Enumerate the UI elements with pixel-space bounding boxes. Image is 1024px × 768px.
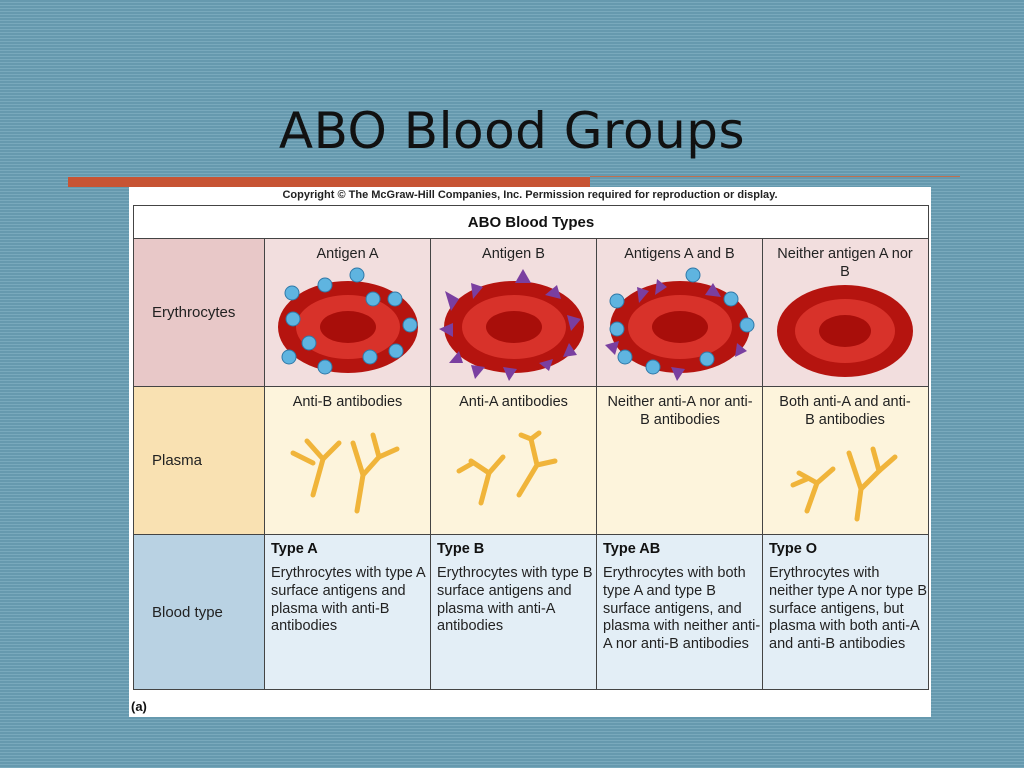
red-cell-no-antigen-icon <box>777 285 913 377</box>
plasma-cell-b: Anti-A antibodies <box>431 387 597 534</box>
type-desc-ab: Erythrocytes with both type A and type B… <box>603 565 761 653</box>
antibody-label-b: Anti-A antibodies <box>459 394 568 410</box>
blood-type-cell-b: Type B Erythrocytes with type B surface … <box>431 535 597 689</box>
antigen-label-a: Antigen A <box>316 246 379 262</box>
type-name-o: Type O <box>769 541 818 557</box>
type-name-b: Type B <box>437 541 485 557</box>
antibody-label-ab: Neither anti-A nor anti-B antibodies <box>607 394 753 428</box>
row-header-blood-type: Blood type <box>134 535 265 689</box>
plasma-cell-o: Both anti-A and anti-B antibodies <box>763 387 928 534</box>
blood-type-cell-a: Type A Erythrocytes with type A surface … <box>265 535 431 689</box>
slide-title: ABO Blood Groups <box>278 102 746 160</box>
row-header-erythrocytes: Erythrocytes <box>134 239 265 386</box>
plasma-row: Plasma Anti-B antibodies Anti <box>134 387 928 535</box>
erythrocyte-cell-o: Neither antigen A nor B <box>763 239 928 386</box>
plasma-cell-a: Anti-B antibodies <box>265 387 431 534</box>
abo-table: ABO Blood Types Erythrocytes Antigen A <box>133 205 929 690</box>
blood-type-row: Blood type Type A Erythrocytes with type… <box>134 535 928 689</box>
title-accent-bar <box>68 177 590 187</box>
table-title: ABO Blood Types <box>134 206 928 239</box>
abo-figure: Copyright © The McGraw-Hill Companies, I… <box>129 187 931 717</box>
red-cell-antigen-ab-icon <box>605 267 755 381</box>
erythrocyte-cell-b: Antigen B <box>431 239 597 386</box>
blood-type-cell-o: Type O Erythrocytes with neither type A … <box>763 535 928 689</box>
antigen-label-o: Neither antigen A nor B <box>777 246 913 280</box>
type-desc-o: Erythrocytes with neither type A nor typ… <box>769 565 927 653</box>
title-accent-line <box>590 176 960 177</box>
type-name-a: Type A <box>271 541 318 557</box>
row-header-plasma: Plasma <box>134 387 265 534</box>
red-cell-antigen-b-icon <box>439 269 584 381</box>
antibody-label-o: Both anti-A and anti-B antibodies <box>779 394 911 428</box>
erythrocyte-cell-a: Antigen A <box>265 239 431 386</box>
antigen-label-b: Antigen B <box>482 246 545 262</box>
anti-b-antibody-icon <box>290 432 400 514</box>
antigen-label-ab: Antigens A and B <box>624 246 735 262</box>
type-name-ab: Type AB <box>603 541 661 557</box>
plasma-cell-ab: Neither anti-A nor anti-B antibodies <box>597 387 763 534</box>
antibody-label-a: Anti-B antibodies <box>292 394 403 410</box>
blood-type-cell-ab: Type AB Erythrocytes with both type A an… <box>597 535 763 689</box>
type-desc-b: Erythrocytes with type B surface antigen… <box>437 565 593 635</box>
figure-label: (a) <box>131 699 147 714</box>
erythrocytes-row: Erythrocytes Antigen A <box>134 239 928 387</box>
erythrocyte-cell-ab: Antigens A and B <box>597 239 763 386</box>
red-cell-antigen-a-icon <box>278 267 418 375</box>
anti-a-antibody-icon <box>456 430 558 506</box>
anti-a-and-anti-b-antibody-icon <box>790 446 898 522</box>
type-desc-a: Erythrocytes with type A surface antigen… <box>271 565 425 635</box>
copyright-notice: Copyright © The McGraw-Hill Companies, I… <box>282 189 778 201</box>
